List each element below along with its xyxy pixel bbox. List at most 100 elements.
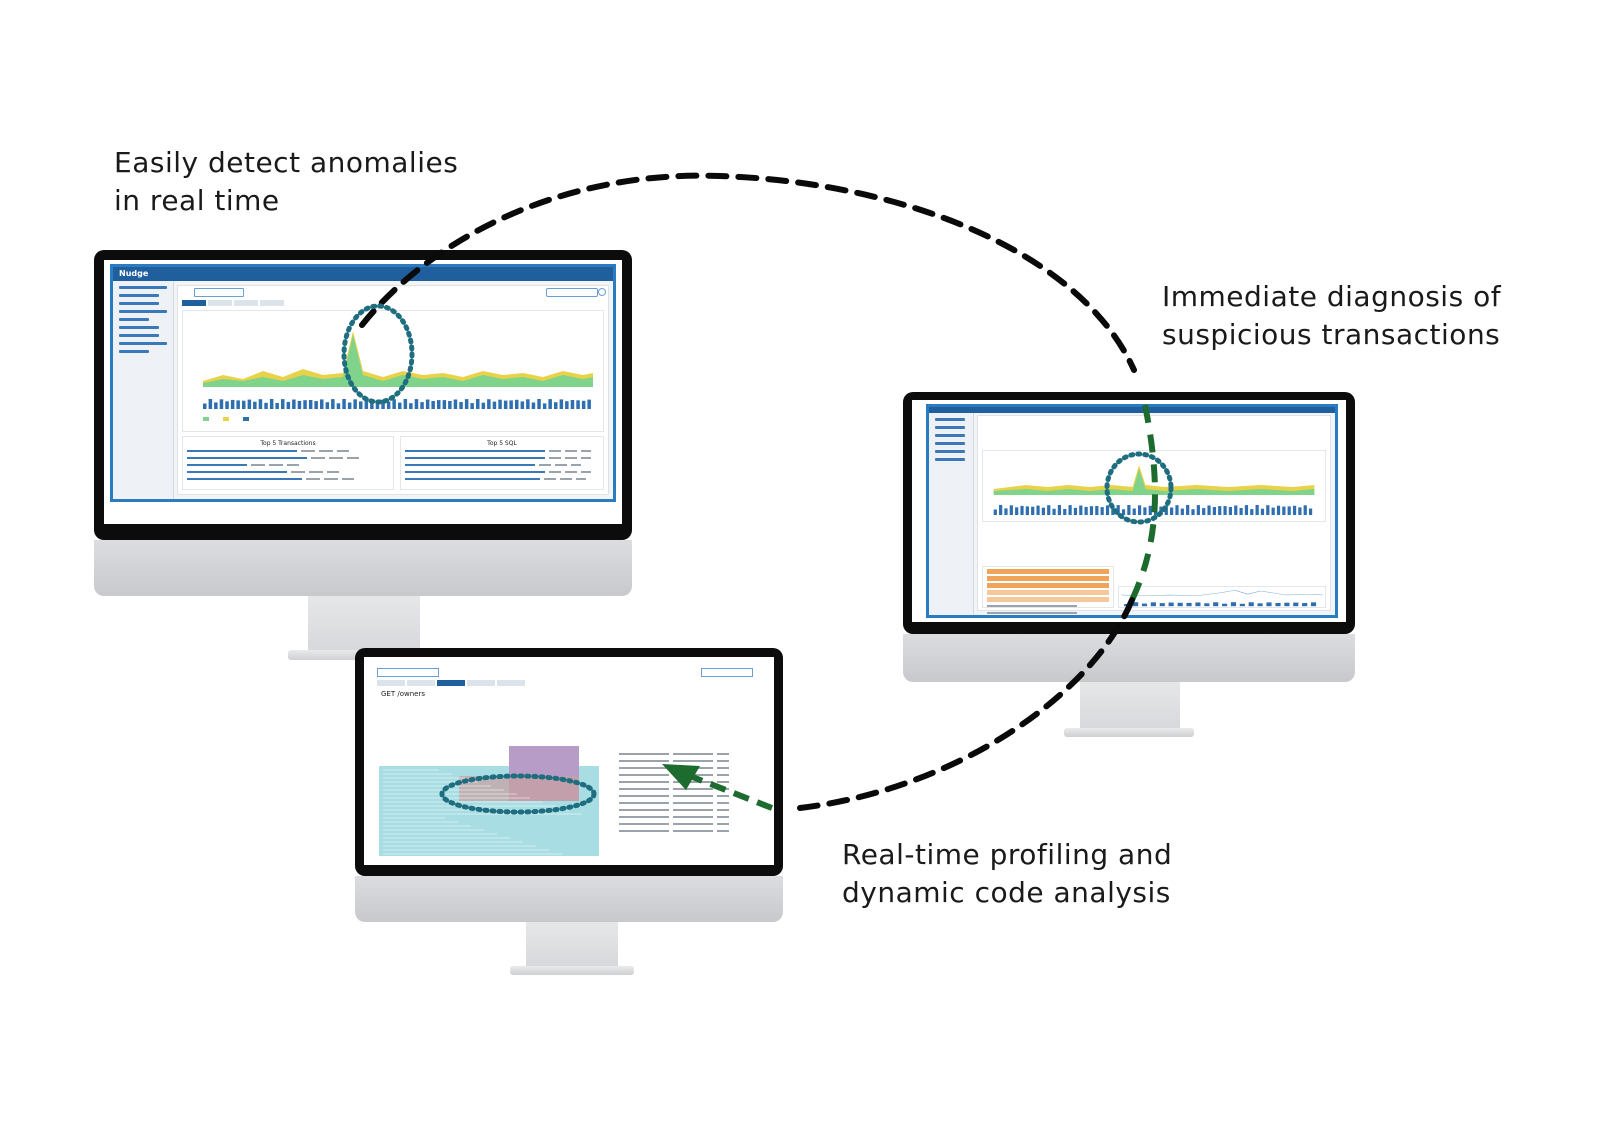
table-row[interactable] — [619, 808, 757, 813]
sidebar-item[interactable] — [119, 310, 167, 313]
sidebar-item[interactable] — [119, 318, 149, 321]
sidebar-item[interactable] — [119, 286, 167, 289]
chart-bar — [325, 402, 330, 409]
chart-bar — [208, 399, 213, 409]
chart-bar — [1202, 508, 1206, 515]
tab-map[interactable] — [407, 680, 435, 686]
chart-bar — [297, 400, 302, 409]
table-row[interactable] — [405, 449, 599, 454]
chart-bar — [1020, 505, 1024, 515]
table-row[interactable] — [619, 752, 757, 757]
chart-bar — [1073, 507, 1078, 515]
chart-bar — [1207, 505, 1211, 515]
sidebar-item[interactable] — [935, 442, 965, 445]
tab-sessions[interactable] — [497, 680, 525, 686]
sidebar-item[interactable] — [119, 342, 167, 345]
chart-bar — [1150, 602, 1156, 607]
tab-transactions[interactable] — [437, 680, 465, 686]
chart-bar — [476, 399, 480, 409]
monitor-transaction-neck — [1080, 682, 1180, 730]
chart-bar — [381, 399, 385, 409]
list-item[interactable] — [987, 583, 1109, 588]
table-row[interactable] — [187, 449, 389, 454]
chart-bar — [1248, 602, 1254, 607]
table-row[interactable] — [619, 794, 757, 799]
chart-bar — [275, 403, 279, 409]
transaction-bars — [993, 505, 1313, 515]
chart-bar — [1204, 603, 1210, 607]
chart-bar — [314, 401, 318, 409]
tab-overview[interactable] — [377, 680, 405, 686]
table-row[interactable] — [405, 456, 599, 461]
chart-bar — [1141, 603, 1148, 607]
chart-bar — [1266, 505, 1270, 515]
table-row[interactable] — [405, 463, 599, 468]
table-row[interactable] — [187, 470, 389, 475]
list-item[interactable] — [987, 604, 1109, 609]
sidebar-item[interactable] — [119, 302, 159, 305]
top-sql-title: Top 5 SQL — [487, 440, 517, 447]
chart-bar — [225, 401, 229, 409]
sql-detail-svg — [1121, 589, 1323, 607]
table-row[interactable] — [619, 815, 757, 820]
chart-bar — [531, 402, 536, 409]
chart-bar — [1015, 507, 1019, 515]
tab-transactions[interactable] — [234, 300, 258, 306]
legend-swatch — [243, 417, 249, 421]
refresh-icon[interactable] — [598, 288, 606, 296]
table-row[interactable] — [619, 759, 757, 764]
table-row[interactable] — [619, 801, 757, 806]
tab-overview[interactable] — [182, 300, 206, 306]
chart-bar — [542, 403, 547, 409]
app-selector[interactable] — [182, 288, 244, 297]
chart-bar — [242, 400, 246, 409]
sidebar-item[interactable] — [119, 326, 159, 329]
chart-bar — [403, 399, 408, 409]
table-row[interactable] — [619, 829, 757, 834]
list-item[interactable] — [987, 576, 1109, 581]
dashboard-tabs — [182, 300, 284, 306]
sidebar-item[interactable] — [935, 418, 965, 421]
sidebar-item[interactable] — [935, 426, 965, 429]
table-row[interactable] — [187, 456, 389, 461]
tab-map[interactable] — [208, 300, 232, 306]
table-row[interactable] — [405, 477, 599, 482]
chart-bar — [1250, 509, 1254, 515]
app-select[interactable] — [377, 668, 439, 677]
date-range[interactable] — [701, 668, 753, 677]
chart-bar — [1228, 507, 1233, 515]
list-item[interactable] — [987, 569, 1109, 574]
table-row[interactable] — [619, 822, 757, 827]
chart-bar — [554, 402, 558, 409]
sidebar-item[interactable] — [935, 458, 965, 461]
tab-services[interactable] — [467, 680, 495, 686]
list-item[interactable] — [987, 611, 1109, 616]
list-item[interactable] — [987, 590, 1109, 595]
chart-bar — [1222, 603, 1228, 607]
chart-bar — [498, 399, 502, 409]
dashboard-chart — [182, 310, 604, 432]
sidebar-item[interactable] — [935, 434, 965, 437]
chart-bar — [203, 403, 207, 409]
list-item[interactable] — [987, 597, 1109, 602]
chart-bar — [993, 509, 997, 515]
chart-bar — [420, 402, 424, 409]
table-row[interactable] — [187, 477, 389, 482]
sidebar-item[interactable] — [119, 334, 159, 337]
chart-bar — [303, 400, 307, 409]
sidebar-item[interactable] — [935, 450, 965, 453]
tab-instances[interactable] — [260, 300, 284, 306]
chart-bar — [442, 400, 447, 409]
chart-bar — [459, 402, 463, 409]
app-select[interactable] — [194, 288, 244, 297]
sidebar-item[interactable] — [119, 294, 159, 297]
table-row[interactable] — [405, 470, 599, 475]
table-row[interactable] — [187, 463, 389, 468]
monitor-dashboard-screen: Nudge — [104, 260, 622, 524]
chart-bar — [1292, 505, 1297, 515]
sidebar-item[interactable] — [119, 350, 149, 353]
date-range[interactable] — [546, 288, 598, 297]
chart-bar — [364, 399, 369, 409]
table-row[interactable] — [619, 780, 757, 785]
